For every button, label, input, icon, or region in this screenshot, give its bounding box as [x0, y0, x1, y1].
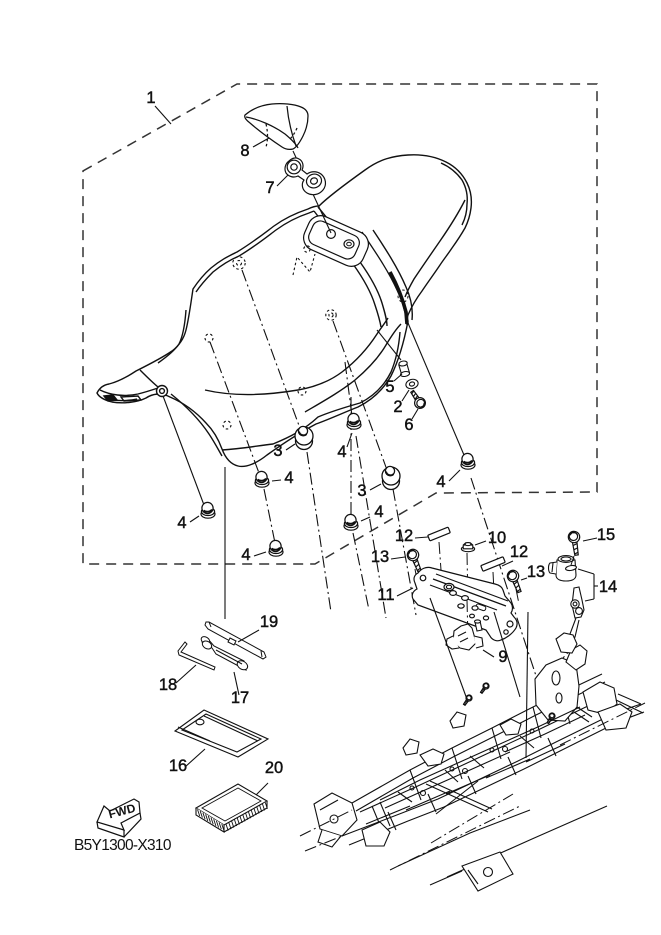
svg-text:4: 4	[241, 546, 250, 564]
svg-text:12: 12	[395, 527, 413, 545]
svg-text:16: 16	[169, 757, 187, 775]
svg-text:4: 4	[177, 514, 186, 532]
svg-text:17: 17	[231, 689, 249, 707]
svg-text:9: 9	[498, 648, 507, 666]
svg-text:B5Y1300-X310: B5Y1300-X310	[74, 837, 172, 854]
svg-text:4: 4	[374, 503, 383, 521]
svg-text:14: 14	[599, 578, 617, 596]
svg-text:1: 1	[146, 89, 155, 107]
svg-text:10: 10	[488, 529, 506, 547]
svg-text:13: 13	[527, 563, 545, 581]
svg-text:FWD: FWD	[107, 801, 137, 822]
svg-text:5: 5	[385, 378, 394, 396]
svg-text:4: 4	[436, 473, 445, 491]
svg-text:4: 4	[284, 469, 293, 487]
svg-text:8: 8	[240, 142, 249, 160]
svg-text:3: 3	[273, 442, 282, 460]
svg-text:20: 20	[265, 759, 283, 777]
svg-text:6: 6	[404, 416, 413, 434]
svg-text:15: 15	[597, 526, 615, 544]
svg-text:11: 11	[377, 586, 394, 604]
svg-text:12: 12	[510, 543, 528, 561]
svg-text:2: 2	[393, 398, 402, 416]
svg-text:3: 3	[357, 482, 366, 500]
svg-text:4: 4	[337, 443, 346, 461]
svg-text:18: 18	[159, 676, 177, 694]
svg-text:13: 13	[371, 548, 389, 566]
svg-text:19: 19	[260, 613, 278, 631]
svg-text:7: 7	[265, 179, 274, 197]
